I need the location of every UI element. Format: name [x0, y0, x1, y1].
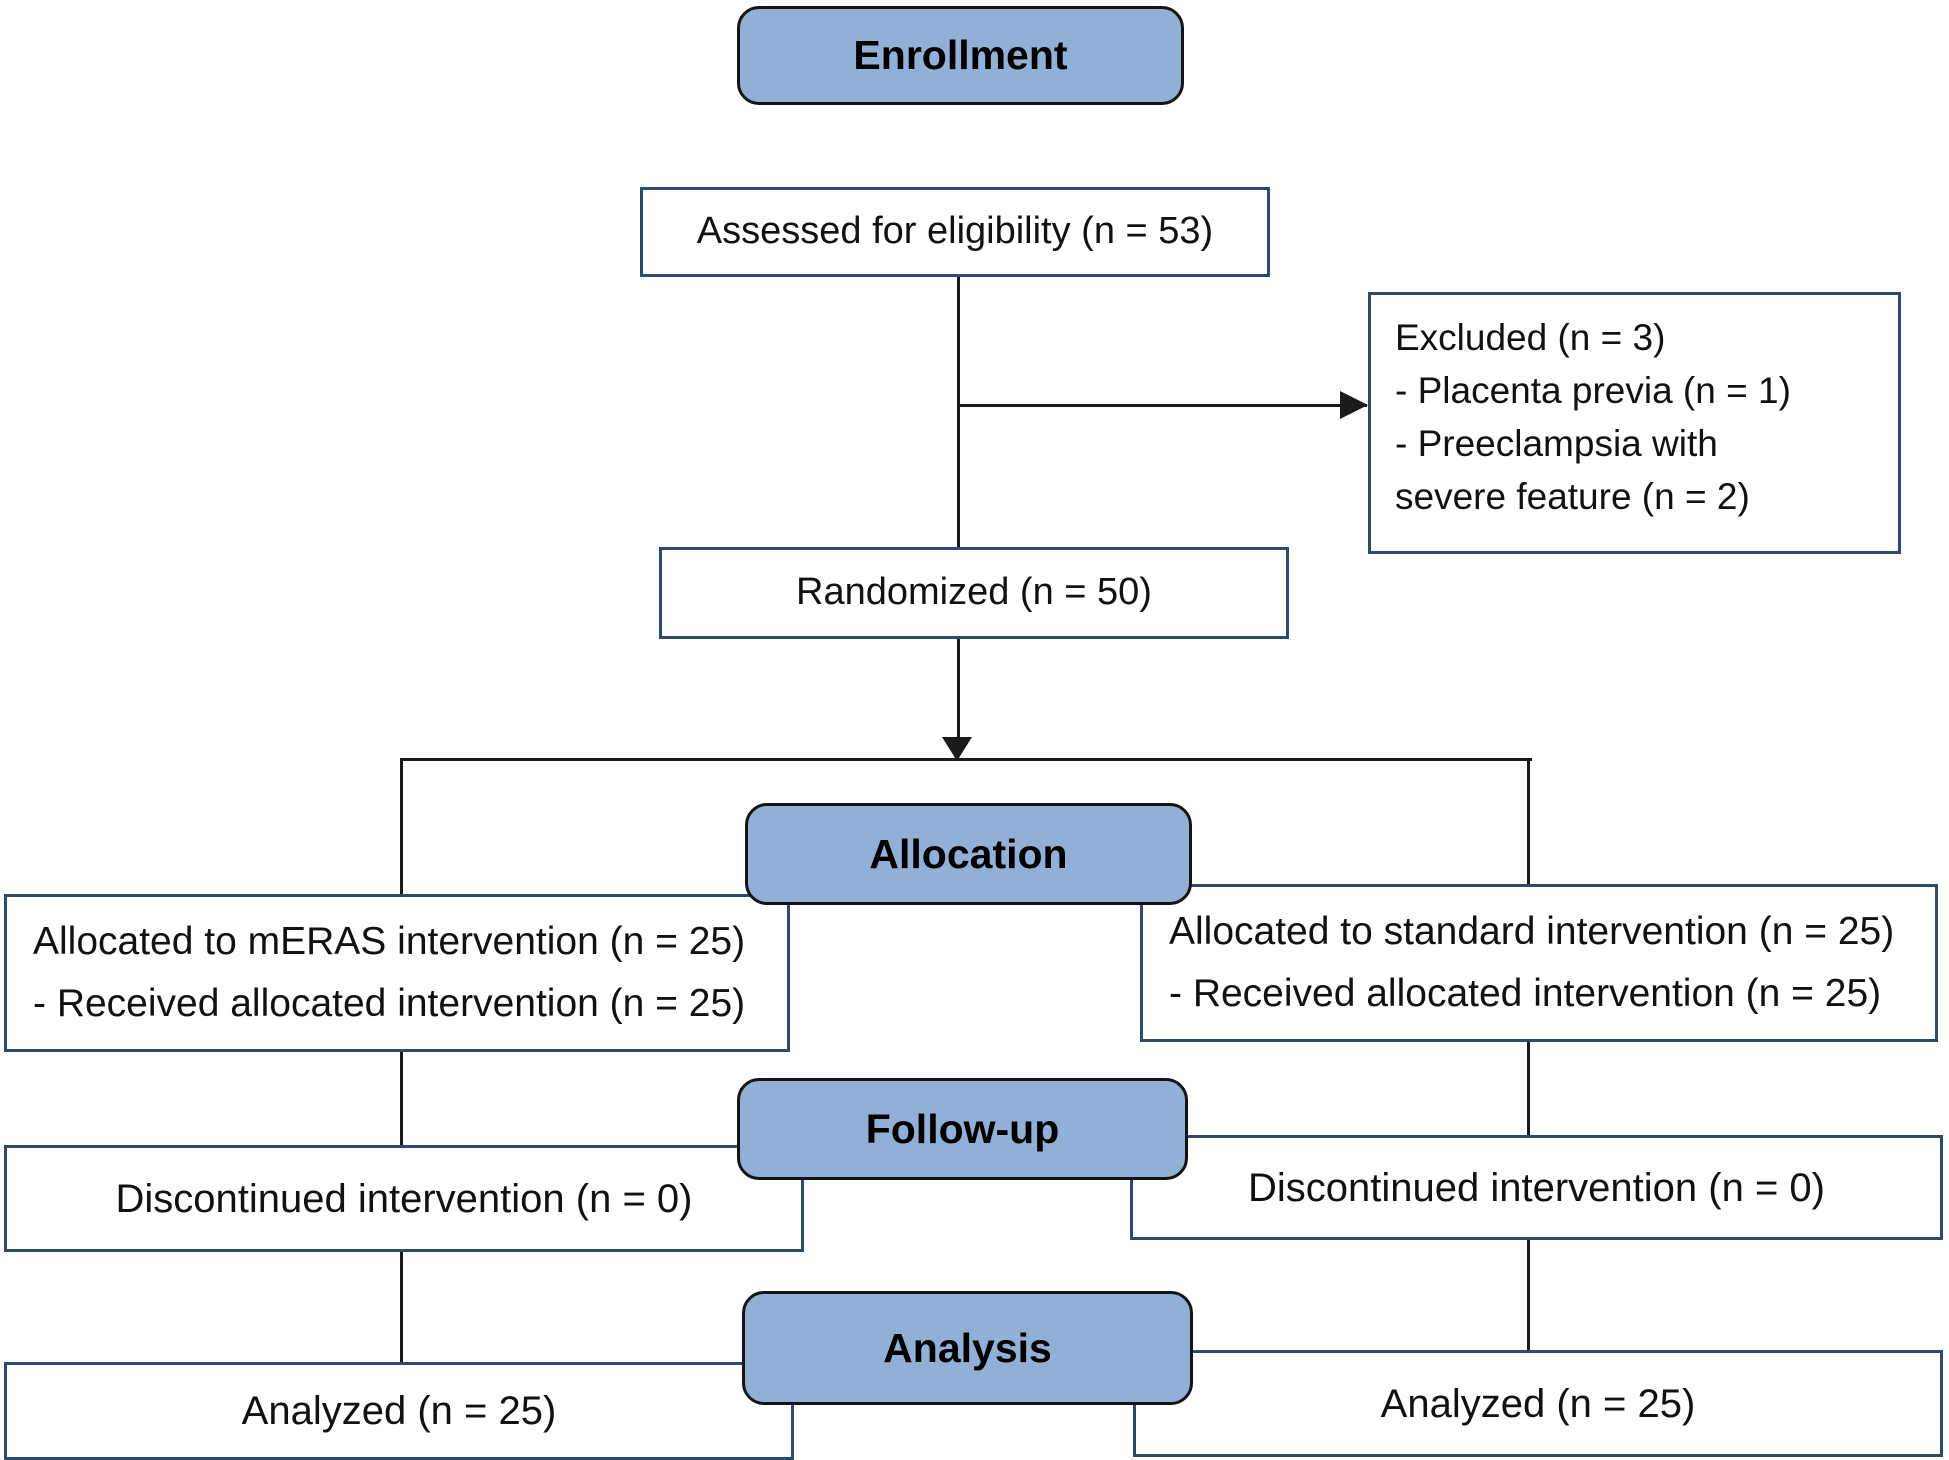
allocation-header-label: Allocation [869, 830, 1068, 877]
randomized-box: Randomized (n = 50) [659, 547, 1289, 639]
enrollment-header: Enrollment [737, 6, 1184, 105]
randomized-label: Randomized (n = 50) [796, 571, 1152, 614]
discontinued-right-box: Discontinued intervention (n = 0) [1130, 1135, 1943, 1240]
analysis-header: Analysis [742, 1291, 1193, 1405]
allocation-header: Allocation [745, 803, 1192, 905]
branch-right-segment-2 [1527, 1042, 1530, 1135]
excluded-line-1: Excluded (n = 3) [1395, 317, 1666, 358]
discontinued-left-label: Discontinued intervention (n = 0) [115, 1176, 693, 1221]
followup-header-label: Follow-up [865, 1105, 1060, 1152]
excluded-box: Excluded (n = 3) - Placenta previa (n = … [1368, 292, 1901, 554]
branch-horizontal-line [400, 758, 1532, 761]
branch-right-segment-1 [1527, 758, 1530, 884]
discontinued-left-box: Discontinued intervention (n = 0) [4, 1145, 804, 1252]
excluded-line-2: - Placenta previa (n = 1) [1395, 370, 1791, 411]
arrowhead-excluded-icon [1340, 391, 1368, 419]
arrowhead-randomized-icon [942, 737, 972, 761]
analyzed-left-box: Analyzed (n = 25) [4, 1362, 794, 1460]
allocation-meras-line-2: - Received allocated intervention (n = 2… [33, 982, 746, 1025]
branch-right-segment-3 [1527, 1240, 1530, 1350]
branch-left-segment-3 [400, 1252, 403, 1362]
branch-left-segment-2 [400, 1052, 403, 1145]
allocation-standard-line-1: Allocated to standard intervention (n = … [1169, 910, 1895, 953]
allocation-meras-line-1: Allocated to mERAS intervention (n = 25) [33, 920, 746, 963]
assessed-box: Assessed for eligibility (n = 53) [640, 187, 1270, 277]
analysis-header-label: Analysis [883, 1324, 1052, 1371]
connector-randomized-down [957, 639, 960, 739]
excluded-line-3: - Preeclampsia with [1395, 423, 1718, 464]
assessed-label: Assessed for eligibility (n = 53) [696, 210, 1214, 253]
followup-header: Follow-up [737, 1078, 1188, 1180]
allocation-standard-line-2: - Received allocated intervention (n = 2… [1169, 972, 1882, 1015]
allocation-meras-box: Allocated to mERAS intervention (n = 25)… [4, 894, 790, 1052]
discontinued-right-label: Discontinued intervention (n = 0) [1248, 1165, 1825, 1210]
analyzed-left-label: Analyzed (n = 25) [241, 1389, 557, 1433]
enrollment-header-label: Enrollment [853, 32, 1068, 78]
allocation-standard-box: Allocated to standard intervention (n = … [1140, 884, 1938, 1042]
excluded-line-4: severe feature (n = 2) [1395, 476, 1750, 517]
analyzed-right-label: Analyzed (n = 25) [1380, 1381, 1696, 1426]
connector-to-excluded [957, 404, 1367, 407]
branch-left-segment-1 [400, 758, 403, 894]
analyzed-right-box: Analyzed (n = 25) [1133, 1350, 1943, 1457]
connector-assessed-to-randomized [957, 277, 960, 547]
